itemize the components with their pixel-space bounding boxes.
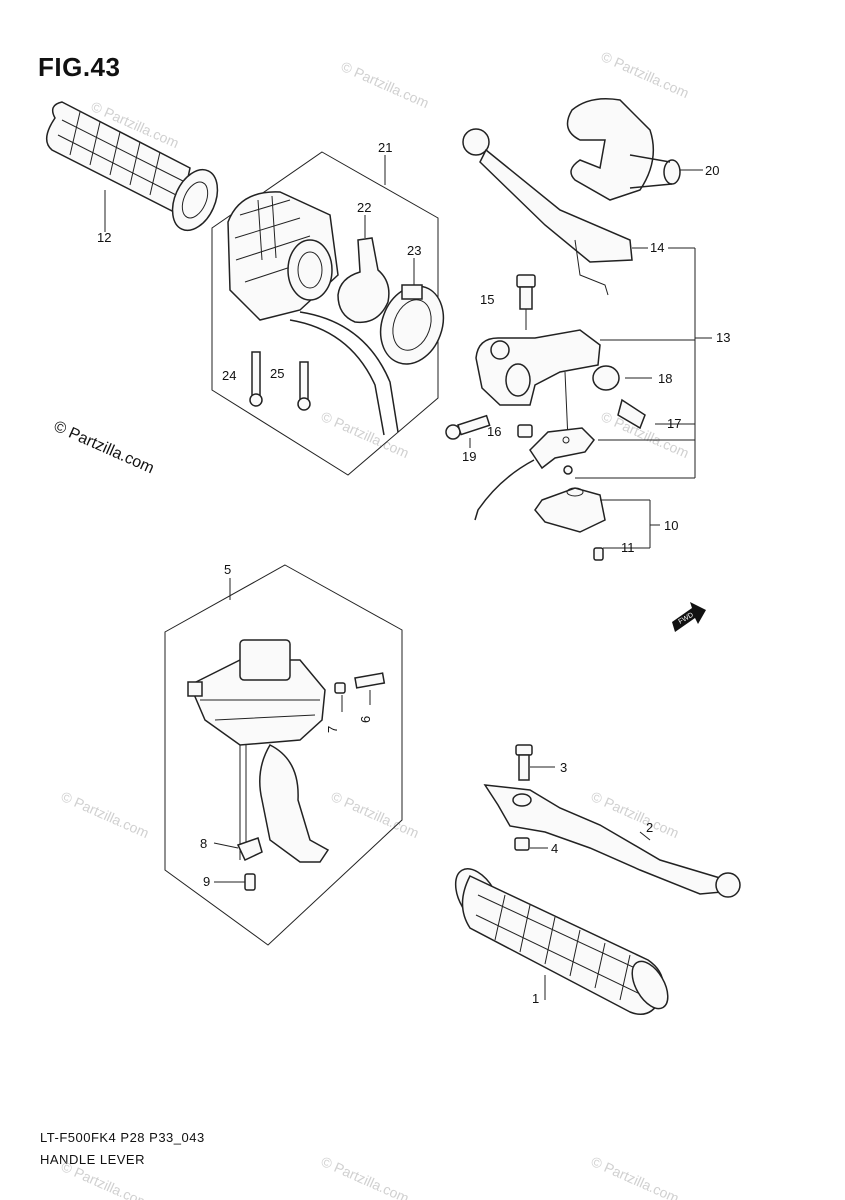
part-12-grip: 12 — [46, 101, 219, 245]
watermark: © Partzilla.com — [329, 788, 422, 841]
part-21-switch-assembly: 21 22 23 24 25 — [211, 140, 445, 476]
master-cylinder-body: 16 19 — [445, 329, 646, 521]
part-10-switch: 10 11 — [534, 487, 678, 561]
callout-7: 7 — [325, 726, 340, 733]
callout-16: 16 — [487, 424, 501, 439]
callout-25: 25 — [270, 366, 284, 381]
watermark: © Partzilla.com — [59, 788, 152, 841]
model-code: LT-F500FK4 P28 P33_043 — [40, 1130, 205, 1145]
callout-10: 10 — [664, 518, 678, 533]
callout-1: 1 — [532, 991, 539, 1006]
watermark-layer: © Partzilla.com © Partzilla.com © Partzi… — [59, 48, 692, 1200]
callout-12: 12 — [97, 230, 111, 245]
diagram-caption: HANDLE LEVER — [40, 1152, 145, 1167]
callout-3: 3 — [560, 760, 567, 775]
callout-4: 4 — [551, 841, 558, 856]
callout-6: 6 — [358, 716, 373, 723]
callout-14: 14 — [650, 240, 664, 255]
callout-24: 24 — [222, 368, 236, 383]
watermark: © Partzilla.com — [319, 1153, 412, 1200]
part-13-bracket: 13 18 17 — [575, 248, 730, 479]
watermark: © Partzilla.com — [59, 1158, 152, 1200]
callout-17: 17 — [667, 416, 681, 431]
part-1-grip: 1 — [454, 868, 669, 1015]
callout-20: 20 — [705, 163, 719, 178]
part-20-lever-guard: 20 — [566, 98, 719, 201]
part-15-bolt: 15 — [480, 274, 536, 330]
part-2-brake-lever: 3 2 4 — [483, 744, 741, 898]
watermark: © Partzilla.com — [599, 48, 692, 101]
callout-11: 11 — [621, 540, 635, 555]
watermark: © Partzilla.com — [589, 1153, 682, 1200]
callout-13: 13 — [716, 330, 730, 345]
forward-direction-indicator: FWD — [672, 602, 706, 632]
callout-22: 22 — [357, 200, 371, 215]
callout-18: 18 — [658, 371, 672, 386]
callout-8: 8 — [200, 836, 207, 851]
callout-21: 21 — [378, 140, 392, 155]
part-5-throttle-assembly: 5 8 9 7 6 — [164, 562, 403, 946]
callout-5: 5 — [224, 562, 231, 577]
watermark: © Partzilla.com — [319, 408, 412, 461]
callout-9: 9 — [203, 874, 210, 889]
callout-23: 23 — [407, 243, 421, 258]
callout-15: 15 — [480, 292, 494, 307]
callout-2: 2 — [646, 820, 653, 835]
part-14-lever: 14 — [462, 128, 695, 296]
watermark: © Partzilla.com — [339, 58, 432, 111]
callout-19: 19 — [462, 449, 476, 464]
figure-title: FIG.43 — [38, 52, 121, 82]
